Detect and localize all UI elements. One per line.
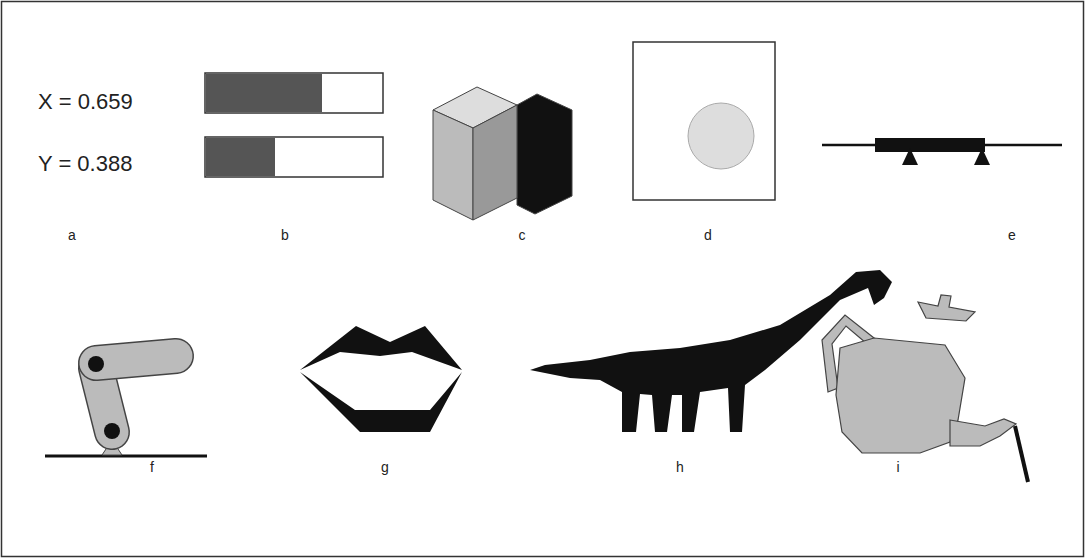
panel-letter: b xyxy=(281,228,289,243)
value-readout: Y = 0.388 xyxy=(38,152,132,176)
square-circle xyxy=(633,42,775,200)
panel-letter: c xyxy=(519,228,526,243)
robot-arm xyxy=(45,356,207,456)
teapot-shape xyxy=(822,295,1028,482)
panel-letter: i xyxy=(896,460,899,475)
panel-letter: g xyxy=(381,460,389,475)
panel-letter: a xyxy=(68,228,76,243)
block-shapes xyxy=(433,87,572,220)
panel-letter: d xyxy=(704,228,712,243)
value-readout: X = 0.659 xyxy=(38,90,133,114)
slider-bars xyxy=(205,73,383,177)
panel-letter: e xyxy=(1008,228,1016,243)
panel-letter: f xyxy=(150,460,154,475)
cart-on-rail xyxy=(822,138,1062,165)
lips-shape xyxy=(300,326,462,432)
panel-letter: h xyxy=(676,460,684,475)
